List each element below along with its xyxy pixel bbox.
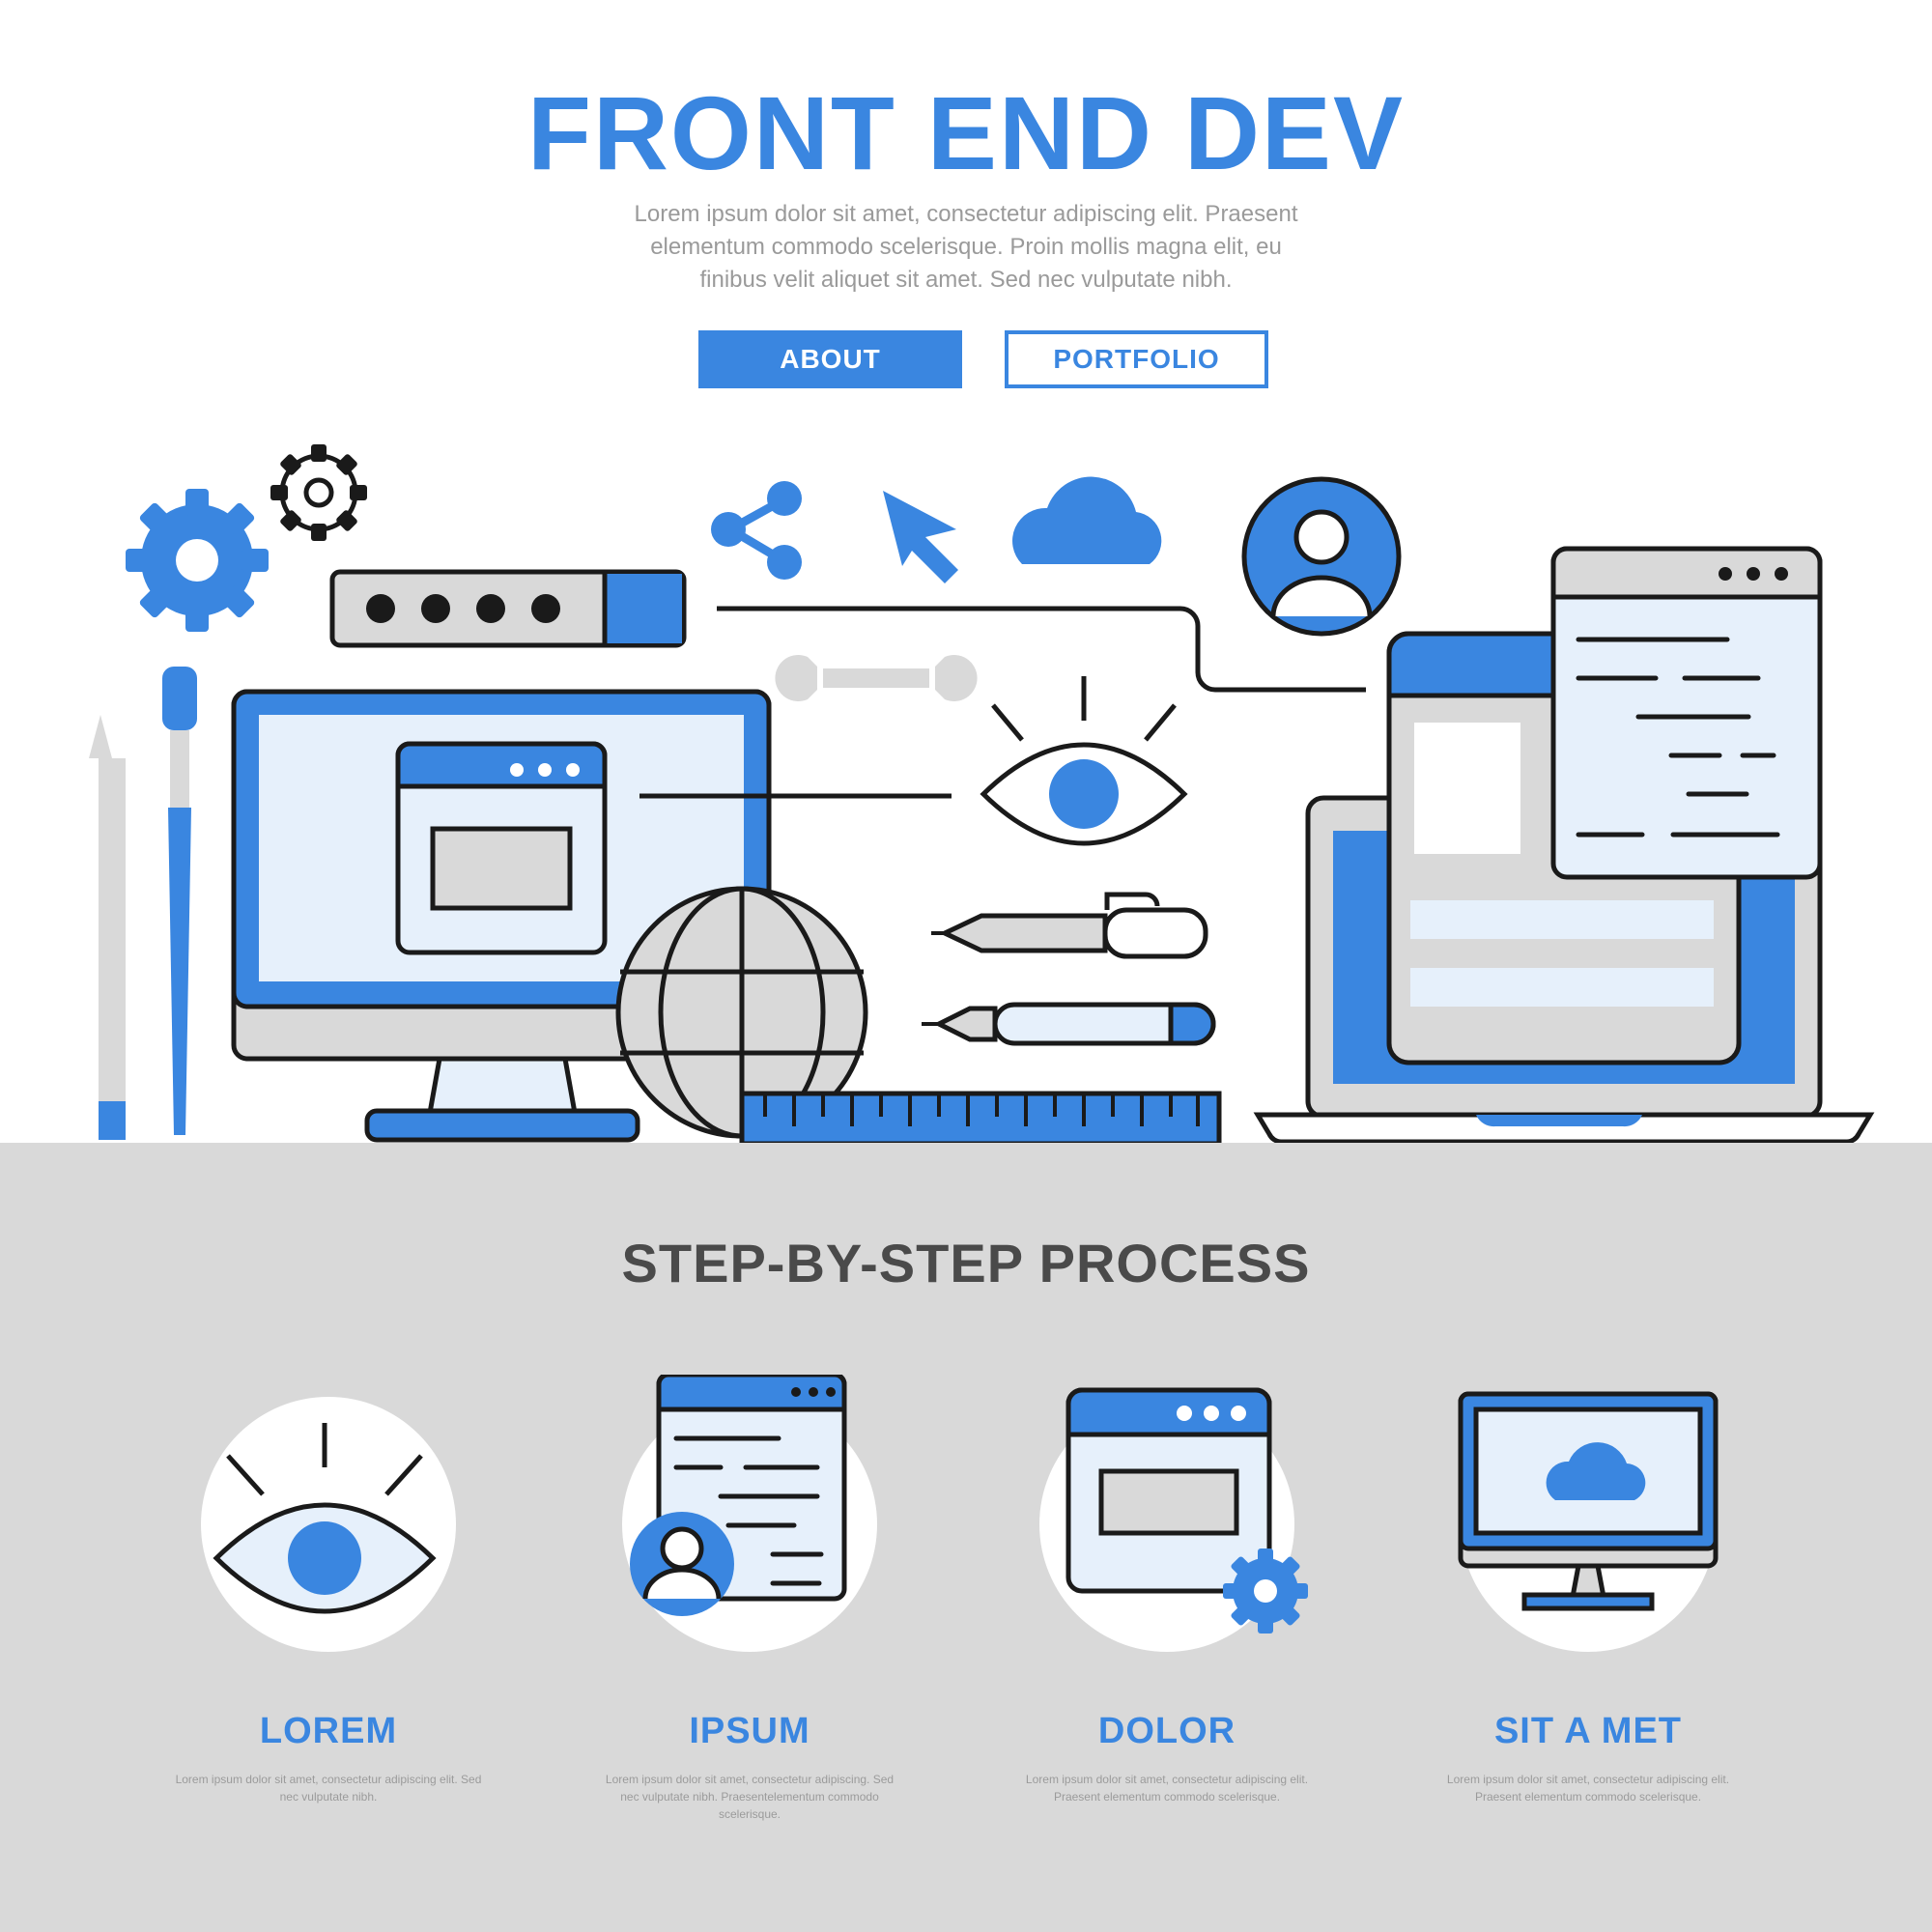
page-title: FRONT END DEV	[526, 74, 1406, 191]
step-label: LOREM	[259, 1711, 398, 1751]
pen-icon	[931, 892, 1208, 959]
step-label: SIT A MET	[1493, 1711, 1683, 1751]
portfolio-button[interactable]: PORTFOLIO	[1005, 330, 1268, 388]
hero-illustration	[89, 444, 1875, 1147]
hero-subtitle: Lorem ipsum dolor sit amet, consectetur …	[634, 201, 1298, 293]
process-title: STEP-BY-STEP PROCESS	[621, 1233, 1311, 1293]
hero-section: FRONT END DEV Lorem ipsum dolor sit amet…	[89, 74, 1875, 1147]
gear-icon	[126, 489, 269, 632]
user-avatar-icon	[1241, 476, 1402, 637]
process-section: STEP-BY-STEP PROCESS LOREM Lorem ipsum d…	[0, 1143, 1932, 1932]
step-ipsum: IPSUM Lorem ipsum dolor sit amet, consec…	[576, 1375, 923, 1916]
globe-icon	[615, 886, 868, 1139]
step-sit-a-met: SIT A MET Lorem ipsum dolor sit amet, co…	[1414, 1375, 1762, 1916]
step-lorem: LOREM Lorem ipsum dolor sit amet, consec…	[155, 1375, 502, 1916]
step-description: Lorem ipsum dolor sit amet, consectetur …	[175, 1773, 482, 1804]
eye-icon	[980, 676, 1188, 846]
step-description: Lorem ipsum dolor sit amet, consectetur …	[605, 1773, 895, 1821]
step-label: IPSUM	[689, 1711, 810, 1751]
step-description: Lorem ipsum dolor sit amet, consectetur …	[1025, 1773, 1309, 1804]
paintbrush-icon	[162, 667, 197, 1135]
monitor-cloud-icon	[1458, 1391, 1719, 1652]
marker-icon	[922, 1002, 1216, 1046]
wrench-icon	[775, 655, 978, 701]
ruler-icon	[739, 1091, 1222, 1147]
eye-icon	[201, 1397, 456, 1652]
pencil-icon	[89, 715, 126, 1140]
about-button[interactable]: ABOUT	[698, 330, 962, 388]
step-dolor: DOLOR Lorem ipsum dolor sit amet, consec…	[993, 1375, 1341, 1916]
share-icon	[711, 481, 802, 580]
small-gear-icon	[270, 444, 367, 541]
document-user-icon	[622, 1375, 877, 1652]
code-window-icon	[1550, 546, 1823, 880]
step-description: Lorem ipsum dolor sit amet, consectetur …	[1446, 1773, 1730, 1804]
step-label: DOLOR	[1097, 1711, 1236, 1751]
browser-gear-icon	[1039, 1387, 1308, 1652]
password-field-icon	[329, 569, 687, 648]
cursor-icon	[883, 491, 958, 583]
cloud-icon	[1012, 476, 1162, 564]
